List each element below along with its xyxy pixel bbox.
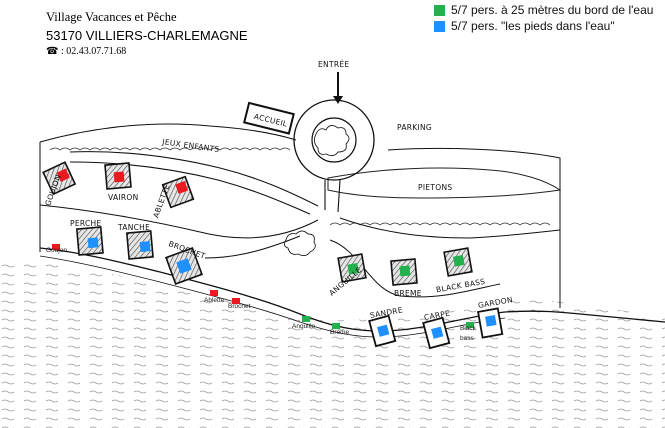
shore-marker-brochet [232, 298, 240, 304]
road-lower [39, 204, 561, 239]
label-breme: BREME [394, 289, 422, 298]
small-shrub [283, 230, 316, 257]
lake [0, 262, 665, 428]
roundabout-shrubs [313, 125, 350, 157]
entrance-arrowhead [333, 96, 343, 104]
cottage-goujon [42, 161, 77, 196]
shore-tag-bass: bass [460, 335, 474, 342]
village-title: Village Vacances et Pêche [46, 10, 177, 24]
label-tanche: TANCHE [117, 223, 150, 232]
cottage-brochet [165, 247, 203, 285]
cottage-breme [390, 258, 418, 286]
legend-item-in-water: 5/7 pers. "les pieds dans l'eau" [434, 19, 615, 33]
legend-label-near-water: 5/7 pers. à 25 mètres du bord de l'eau [451, 3, 654, 17]
shore-marker-anguille [302, 316, 310, 322]
village-phone: ☎ : 02.43.07.71.68 [46, 46, 127, 57]
legend-label-in-water: 5/7 pers. "les pieds dans l'eau" [451, 19, 615, 33]
shore-marker-goujon [52, 244, 60, 250]
hedge-east [329, 222, 551, 226]
village-address: 53170 VILLIERS-CHARLEMAGNE [46, 28, 248, 43]
cottage-carpe [422, 316, 451, 350]
shore-tag-breme: Breme [330, 329, 350, 336]
label-perche: PERCHE [70, 219, 102, 228]
shore-tag-goujon: Goujon [46, 247, 67, 254]
legend-item-near-water: 5/7 pers. à 25 mètres du bord de l'eau [434, 3, 653, 17]
cottage-tanche [125, 230, 154, 260]
shore-tag-anguille: Anguille [292, 323, 316, 330]
cottage-anguille [337, 253, 367, 283]
shore-tag-brochet: Brochet [228, 303, 251, 310]
shore-marker-breme [332, 323, 340, 329]
shoreline [39, 247, 665, 332]
cottage-vairon [104, 162, 132, 190]
label-pietons: PIETONS [418, 183, 452, 192]
legend-swatch-blue [434, 20, 445, 32]
label-entree: ENTRÉE [318, 60, 349, 69]
label-black-bass: BLACK BASS [435, 277, 486, 295]
accueil-building [243, 101, 295, 135]
cottage-gardon [477, 307, 504, 339]
cottage-sandre [368, 314, 397, 348]
road-west [69, 151, 319, 215]
hedge-parking [327, 167, 562, 199]
label-parking: PARKING [397, 123, 432, 132]
cottage-black-bass [443, 247, 473, 277]
label-vairon: VAIRON [108, 193, 139, 202]
shore-tag-ablette: Ablette [204, 297, 225, 304]
site-boundary [39, 123, 561, 308]
road-entrance [324, 179, 341, 213]
cottage-ablette [161, 175, 195, 209]
shore-marker-black-bass [466, 322, 474, 328]
label-jeux-enfants: JEUX ENFANTS [161, 137, 220, 154]
legend-swatch-green [434, 4, 445, 16]
roundabout-outer [293, 99, 375, 181]
shore-tag-black: Black [460, 325, 477, 332]
hedge-north [49, 147, 291, 151]
shore-marker-ablette [210, 290, 218, 296]
cottage-perche [75, 226, 104, 256]
